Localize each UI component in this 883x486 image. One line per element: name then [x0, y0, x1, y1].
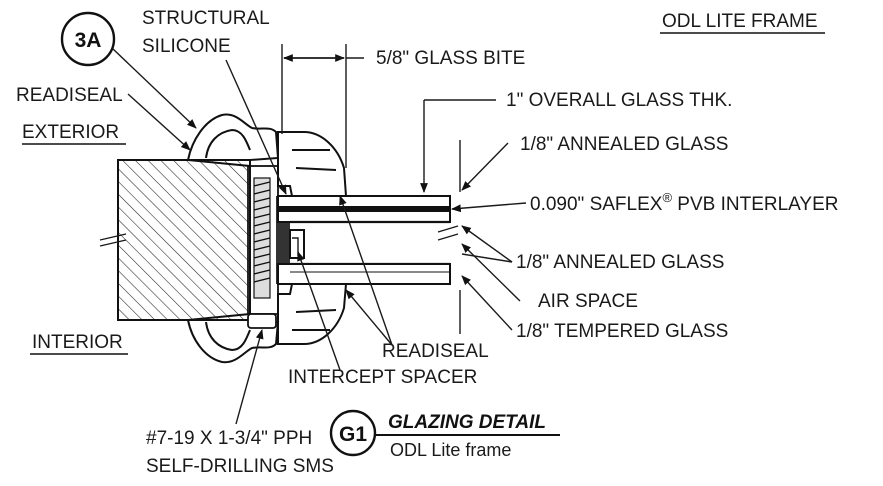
- label-readiseal-bottom: READISEAL: [382, 341, 489, 362]
- callout-bubble-3a: 3A: [60, 11, 116, 67]
- frame-web: [247, 165, 290, 329]
- detail-bubble-text: G1: [339, 423, 367, 446]
- label-readiseal-top: READISEAL: [16, 85, 123, 106]
- frame-title: ODL LITE FRAME: [662, 11, 818, 32]
- label-annealed-1: 1/8" ANNEALED GLASS: [520, 134, 728, 155]
- detail-title: GLAZING DETAIL: [388, 412, 546, 433]
- door-slab: [99, 159, 251, 321]
- label-silicone: SILICONE: [142, 36, 231, 57]
- label-interior: INTERIOR: [32, 332, 123, 353]
- label-screw-type: SELF-DRILLING SMS: [146, 456, 334, 477]
- detail-subtitle: ODL Lite frame: [390, 440, 511, 460]
- label-tempered: 1/8" TEMPERED GLASS: [516, 321, 728, 342]
- label-exterior: EXTERIOR: [22, 122, 119, 143]
- detail-title-block: G1 GLAZING DETAIL ODL Lite frame: [329, 409, 560, 460]
- lite-frame-interior: [186, 283, 348, 364]
- label-screw-spec: #7-19 X 1-3/4" PPH: [146, 428, 312, 449]
- label-air-space: AIR SPACE: [538, 291, 638, 312]
- glass-bite-dimension: [281, 44, 364, 168]
- label-intercept-spacer: INTERCEPT SPACER: [288, 367, 477, 388]
- label-overall-thk: 1" OVERALL GLASS THK.: [506, 90, 732, 111]
- overall-thk-dimension: [420, 99, 496, 334]
- label-annealed-2: 1/8" ANNEALED GLASS: [516, 252, 724, 273]
- label-interlayer: 0.090" SAFLEX® PVB INTERLAYER: [530, 190, 839, 215]
- label-structural: STRUCTURAL: [142, 8, 270, 29]
- callout-bubble-text: 3A: [75, 29, 102, 52]
- lite-frame-exterior: [186, 113, 348, 197]
- label-glass-bite: 5/8" GLASS BITE: [376, 48, 525, 69]
- leader-lines: [111, 47, 527, 425]
